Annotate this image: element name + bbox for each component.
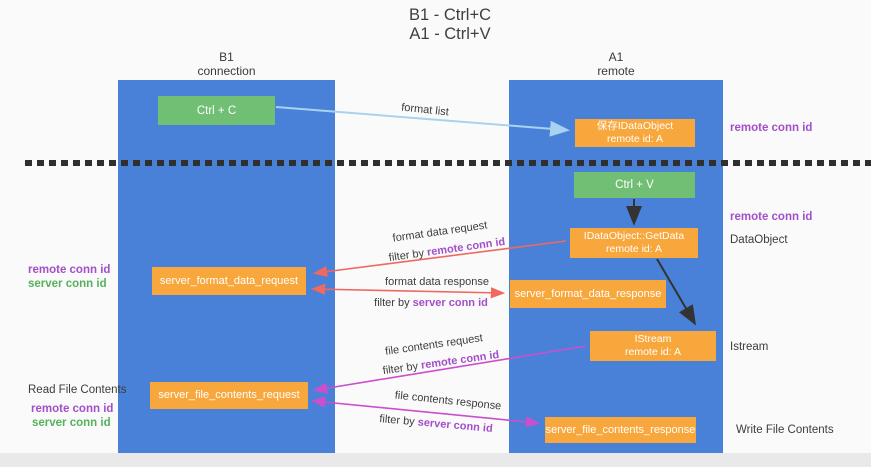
lane-b1-role: connection (197, 64, 256, 78)
server-format-data-request-label: server_format_data_request (159, 274, 299, 287)
getdata-line2: remote id: A (605, 243, 663, 255)
filter-by-text: filter by (382, 360, 419, 378)
node-server-format-data-request: server_format_data_request (152, 267, 306, 295)
label-left-server-conn-id-1: server conn id (28, 278, 107, 290)
arrow-format-data-response (310, 283, 506, 299)
filter-by-text: filter by (374, 297, 410, 309)
label-remote-conn-id-mid-right: remote conn id (730, 211, 813, 223)
filter-by-text: filter by (378, 413, 416, 429)
lane-header-b1: B1 connection (118, 50, 335, 78)
label-read-file-contents: Read File Contents (28, 384, 127, 396)
label-file-contents-response: file contents response (394, 389, 502, 413)
istream-line2: remote id: A (624, 346, 682, 358)
remote-conn-id-text: remote conn id (420, 348, 500, 372)
node-ctrl-v: Ctrl + V (574, 172, 695, 198)
title-line-1: B1 - Ctrl+C (408, 6, 492, 24)
node-istream: IStream remote id: A (590, 331, 716, 361)
node-ctrl-c: Ctrl + C (158, 96, 275, 125)
label-format-list: format list (400, 101, 450, 119)
server-file-contents-request-label: server_file_contents_request (158, 389, 300, 401)
server-format-data-response-label: server_format_data_response (514, 287, 662, 300)
label-left-remote-conn-id-1: remote conn id (28, 264, 111, 276)
title-line-2: A1 - Ctrl+V (409, 25, 491, 43)
lane-header-a1: A1 remote (509, 50, 723, 78)
server-conn-id-text: server conn id (412, 297, 488, 309)
label-istream-side: Istream (730, 341, 769, 353)
remote-conn-id-text: remote conn id (426, 235, 506, 259)
label-format-data-response: format data response (385, 276, 489, 288)
server-conn-id-text: server conn id (417, 416, 494, 435)
ctrl-v-label: Ctrl + V (615, 179, 654, 191)
label-filter-by-server-2: filter by server conn id (379, 413, 493, 435)
lane-a1-name: A1 (608, 50, 624, 64)
filter-by-text: filter by (388, 247, 425, 265)
label-left-remote-conn-id-2: remote conn id (31, 403, 114, 415)
save-idataobject-line2: remote id: A (606, 133, 664, 145)
diagram-title: B1 - Ctrl+C A1 - Ctrl+V (330, 6, 570, 44)
server-file-contents-response-label: server_file_contents_response (545, 423, 696, 436)
node-server-file-contents-response: server_file_contents_response (545, 417, 696, 443)
ctrl-c-label: Ctrl + C (196, 104, 237, 117)
node-save-idataobject: 保存IDataObject remote id: A (575, 119, 695, 147)
label-dataobject: DataObject (730, 234, 788, 246)
label-remote-conn-id-top-right: remote conn id (730, 122, 813, 134)
label-filter-by-server-1: filter by server conn id (374, 297, 488, 309)
lane-b1-name: B1 (219, 50, 234, 64)
node-server-file-contents-request: server_file_contents_request (150, 382, 308, 409)
node-idataobject-getdata: IDataObject::GetData remote id: A (570, 228, 698, 258)
save-idataobject-line1: 保存IDataObject (596, 120, 674, 132)
node-server-format-data-response: server_format_data_response (510, 280, 666, 308)
bottom-strip (0, 453, 871, 467)
label-left-server-conn-id-2: server conn id (32, 417, 111, 429)
lane-a1-role: remote (597, 64, 635, 78)
label-write-file-contents: Write File Contents (736, 424, 834, 436)
istream-line1: IStream (634, 333, 672, 345)
getdata-line1: IDataObject::GetData (583, 230, 685, 242)
